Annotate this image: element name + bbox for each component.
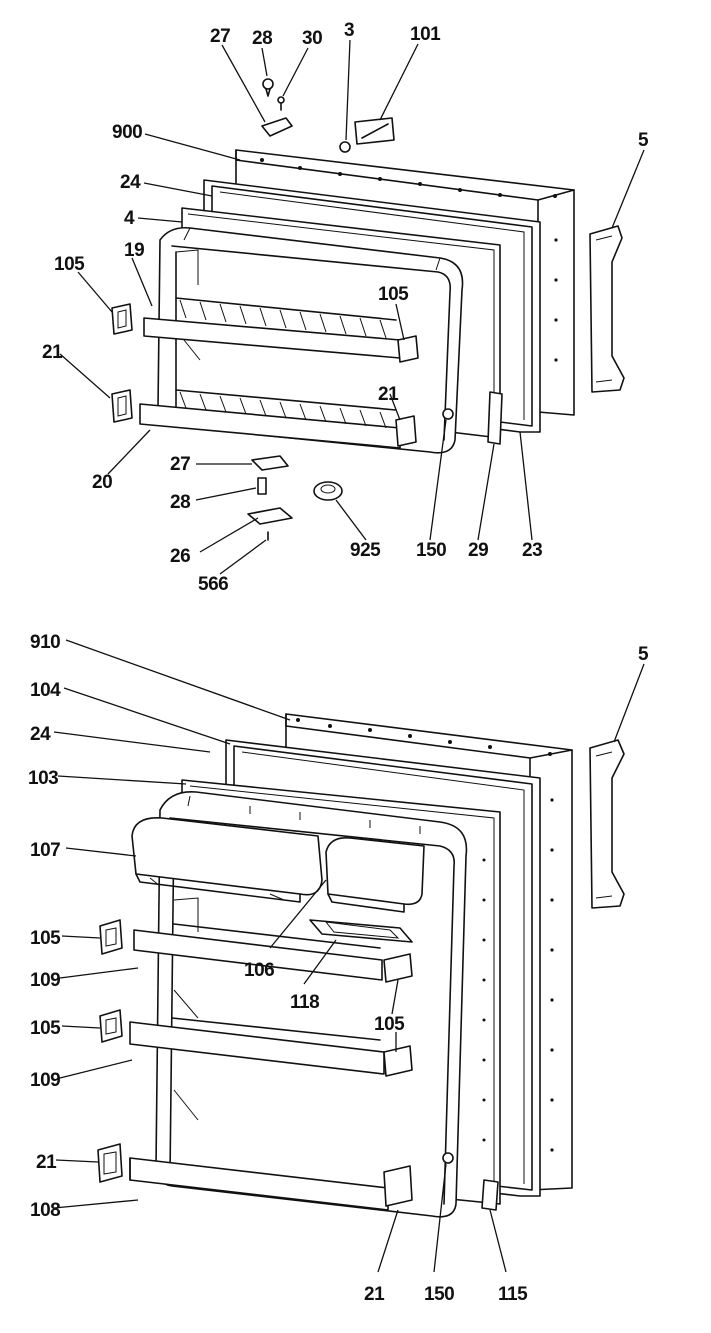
door-handle-5-lower	[589, 739, 625, 909]
callout-21-bottom: 21	[364, 1284, 385, 1305]
callout-27b: 27	[170, 454, 190, 475]
callout-150-lower: 150	[424, 1284, 454, 1305]
callout-3: 3	[344, 20, 354, 41]
dairy-compartment-107	[131, 817, 323, 903]
door-shelf-lower-20	[139, 389, 401, 449]
door-shelf-109-lower	[129, 1017, 385, 1075]
callout-5-lower: 5	[638, 644, 649, 665]
shelf-end-caps-lower	[97, 919, 413, 1207]
callout-5: 5	[638, 130, 649, 151]
callout-28b: 28	[170, 492, 190, 513]
callout-105-lower-c: 105	[374, 1014, 405, 1035]
callout-23: 23	[522, 540, 542, 561]
callout-109-a: 109	[30, 970, 60, 991]
callout-105: 105	[54, 254, 85, 275]
callout-115: 115	[498, 1284, 528, 1305]
freezer-door-assembly	[111, 78, 625, 541]
top-hinge-hardware	[261, 78, 351, 153]
seal-strip-115	[481, 1179, 499, 1211]
callout-20: 20	[92, 472, 112, 493]
callout-106: 106	[244, 960, 274, 981]
callout-566: 566	[198, 574, 228, 595]
door-shelf-109-upper	[133, 923, 383, 981]
seal-strip-29	[487, 391, 503, 445]
callout-900: 900	[112, 122, 142, 143]
callout-28: 28	[252, 28, 272, 49]
callout-105b: 105	[378, 284, 409, 305]
callout-24-lower: 24	[30, 724, 51, 745]
callout-30: 30	[302, 28, 322, 49]
callout-104: 104	[30, 680, 61, 701]
shelf-end-caps	[111, 303, 419, 447]
callout-24: 24	[120, 172, 141, 193]
callout-101: 101	[410, 24, 441, 45]
leader-lines	[53, 39, 645, 1273]
callout-108: 108	[30, 1200, 60, 1221]
callout-21: 21	[42, 342, 63, 363]
callout-27: 27	[210, 26, 230, 47]
fresh-food-door-assembly	[97, 713, 625, 1218]
callout-19: 19	[124, 240, 144, 261]
callout-21b: 21	[378, 384, 399, 405]
callout-105-lower-b: 105	[30, 1018, 61, 1039]
callout-105-lower-a: 105	[30, 928, 61, 949]
control-part-101	[354, 117, 395, 145]
callout-29: 29	[468, 540, 488, 561]
door-handle-5	[589, 225, 625, 393]
bottom-hinge-hardware	[247, 408, 454, 541]
callout-26: 26	[170, 546, 190, 567]
callout-118: 118	[290, 992, 319, 1013]
dairy-compartment-106	[325, 836, 425, 913]
part-150-lower	[442, 1152, 454, 1164]
callout-labels: 27 28 30 3 101 900 5 24 4 105 19 105 21 …	[28, 20, 650, 1305]
callout-150: 150	[416, 540, 446, 561]
callout-21-lower: 21	[36, 1152, 57, 1173]
door-shelf-108	[129, 1157, 389, 1211]
callout-925: 925	[350, 540, 381, 561]
callout-107: 107	[30, 840, 60, 861]
callout-910: 910	[30, 632, 60, 653]
callout-103: 103	[28, 768, 58, 789]
butter-tray-118	[309, 919, 413, 943]
callout-4: 4	[124, 208, 135, 229]
callout-109-b: 109	[30, 1070, 60, 1091]
